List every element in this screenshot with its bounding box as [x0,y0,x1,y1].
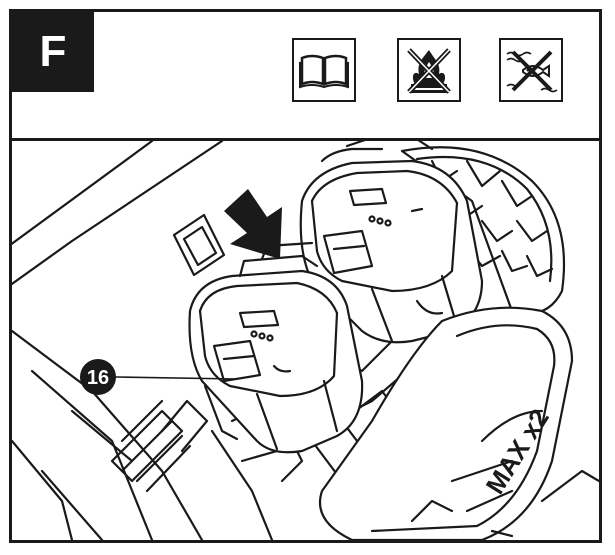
callout-16: 16 [80,359,116,395]
handle [318,306,599,540]
deck-edge-inner [12,141,224,286]
battery-lower [188,241,364,454]
deck-slot [172,213,226,277]
battery-installation-illustration: MAX x2 16 [12,141,599,540]
callout-leader-16 [115,376,238,380]
no-fire-icon [397,38,461,102]
insertion-arrow [224,189,282,259]
step-label: F [12,12,94,92]
no-water-icon [499,38,563,102]
deck-edge-top [12,141,154,246]
callout-number: 16 [87,367,109,389]
illustration-svg: MAX x2 16 [12,141,599,540]
figure-frame: F [9,9,602,543]
figure-header: F [12,12,599,141]
deck-edge-left [12,329,204,540]
deck-edge-lower [30,369,154,540]
manual-book-icon [292,38,356,102]
